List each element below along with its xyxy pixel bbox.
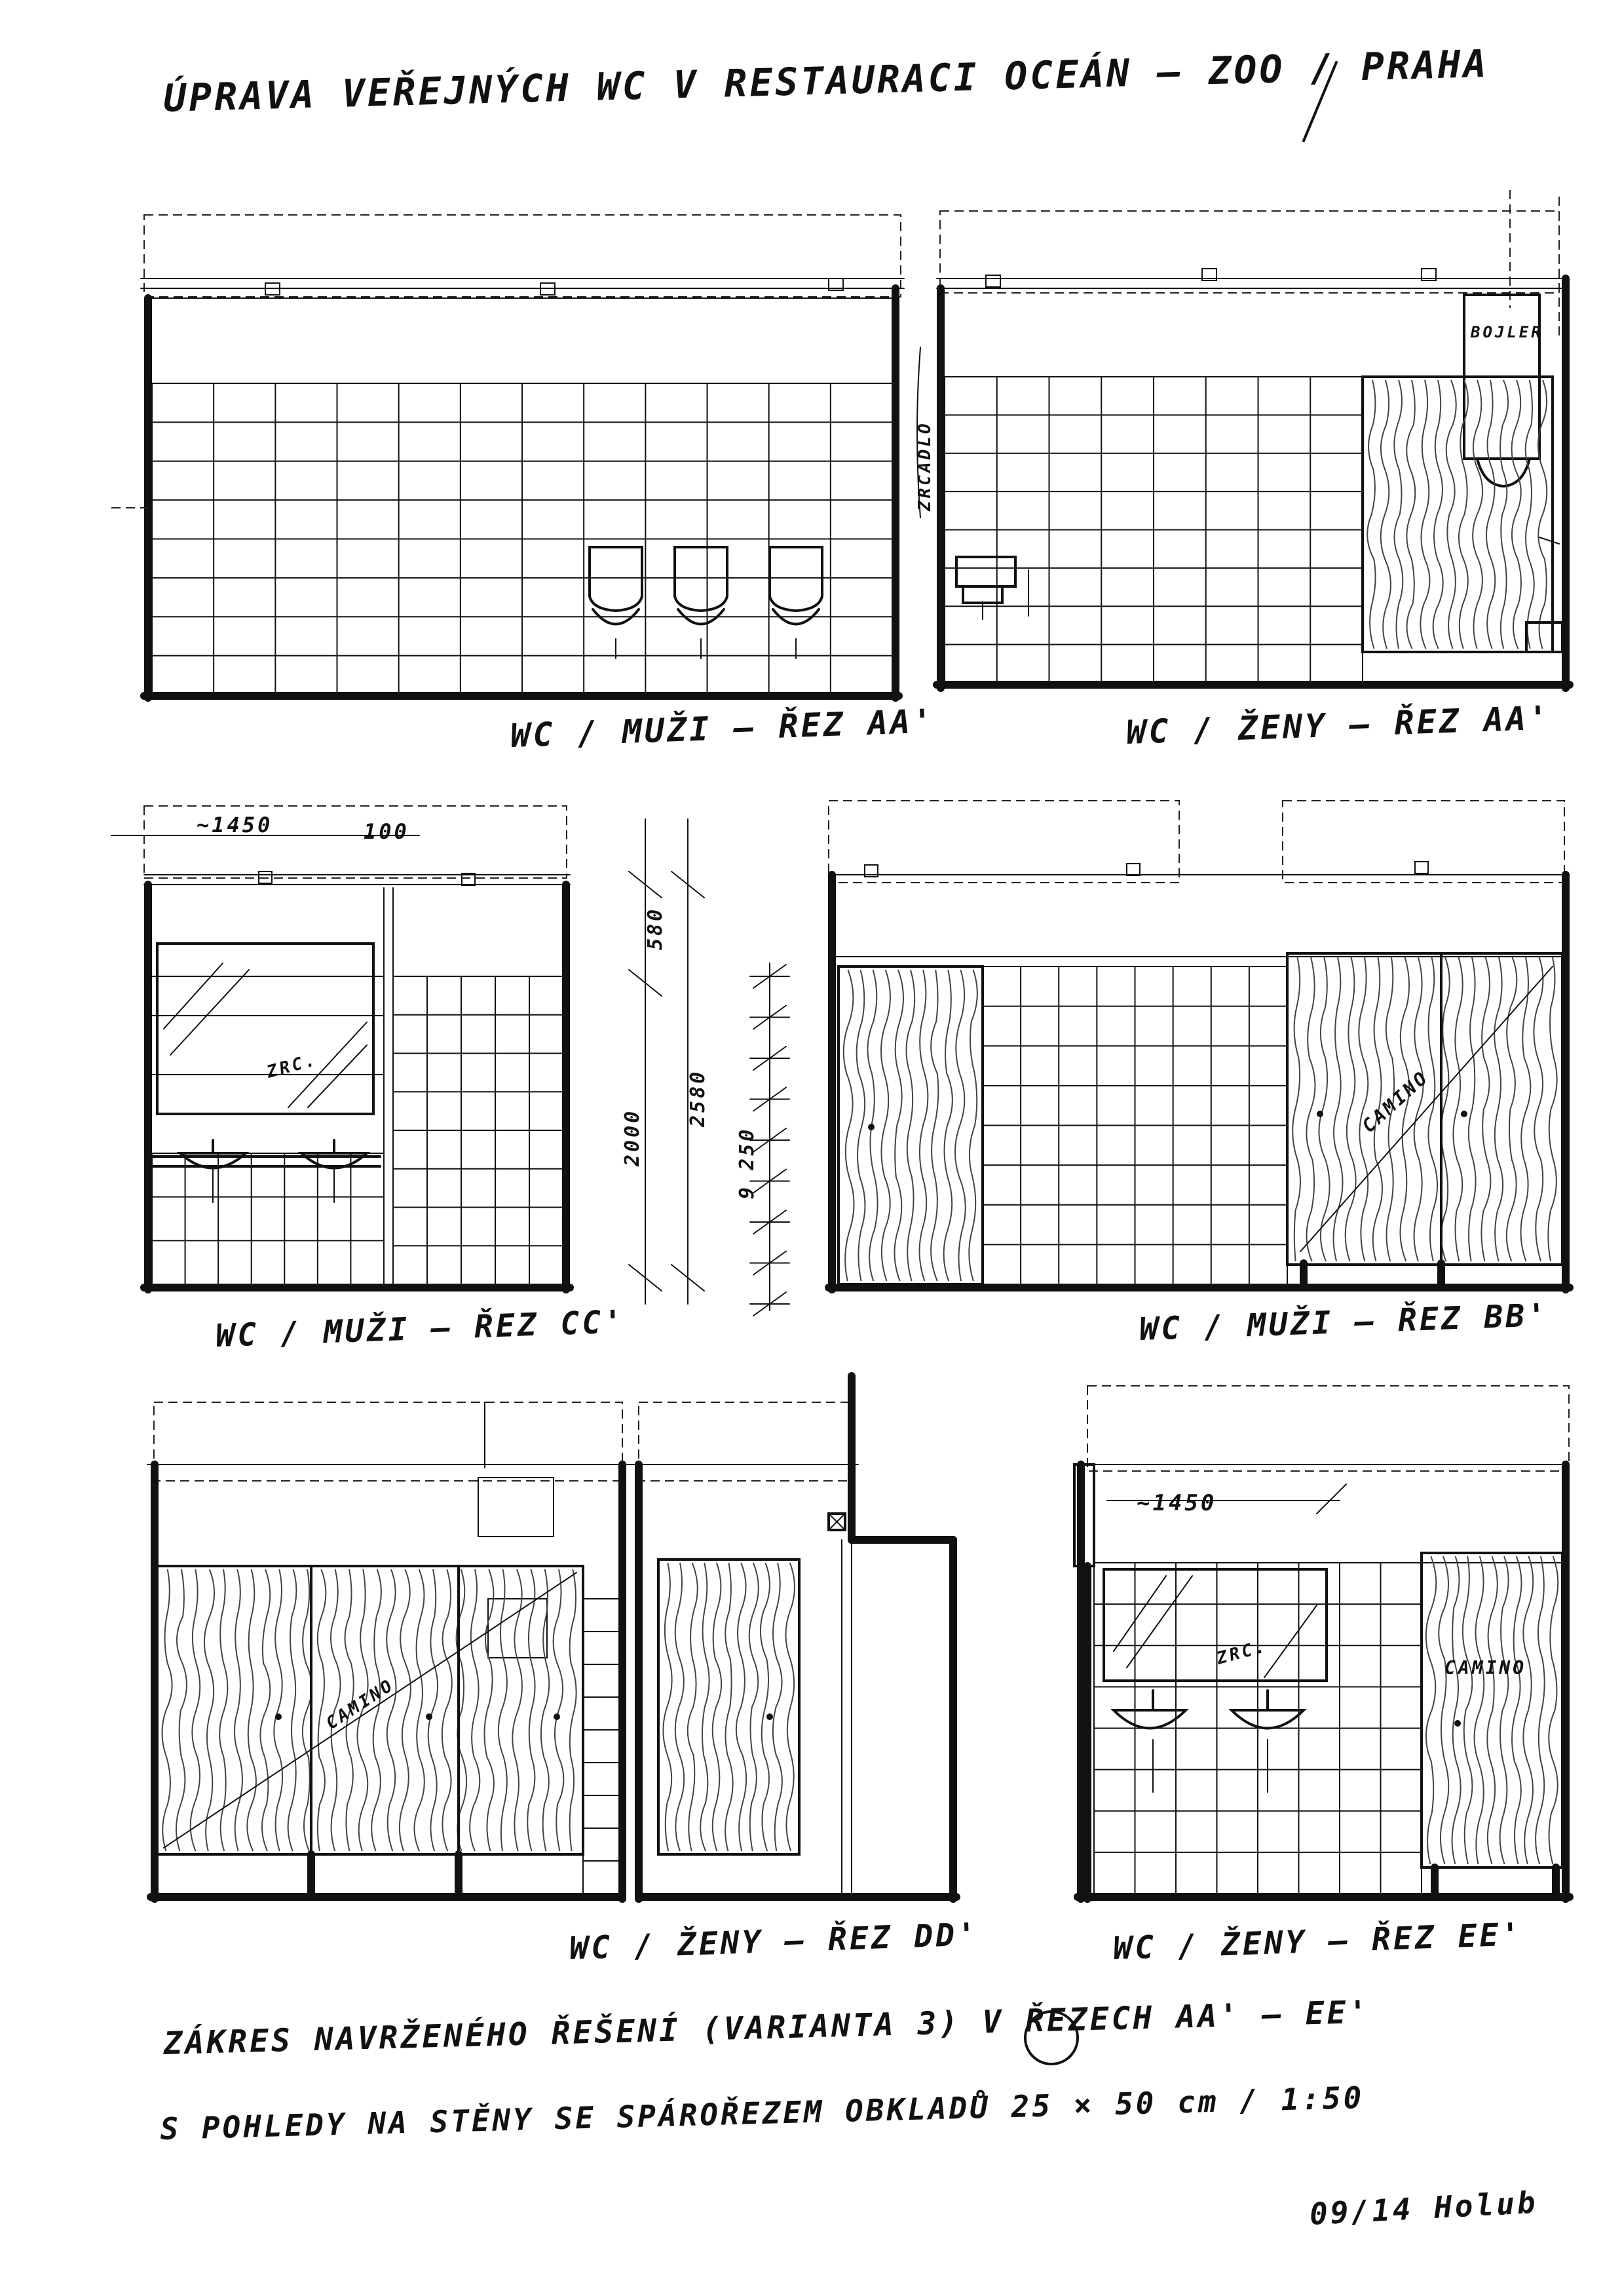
toilet-small (955, 556, 1029, 620)
door-women-ee: CAMINO (1420, 1552, 1564, 1898)
wood-grain (161, 1569, 577, 1852)
wood-grain (1292, 956, 1558, 1262)
sink (1228, 1689, 1307, 1793)
label-bojler: BOJLER (1470, 323, 1543, 341)
cubicles-women-dd: CAMINO (156, 1565, 584, 1898)
mirror-ee: ZRC. (1103, 1568, 1328, 1682)
caption-aa-men: WC / MUŽI – ŘEZ AA' (510, 701, 935, 755)
tile-grid (151, 383, 893, 695)
dimension-ticks (749, 964, 790, 1316)
sink (297, 1139, 371, 1203)
dim-100-cc: 100 (364, 819, 409, 844)
variant-circle (1024, 2010, 1079, 2065)
tile-grid (392, 976, 564, 1285)
mirror-cc: ZRC. (156, 942, 375, 1115)
label-zrc-ee: ZRC. (1214, 1636, 1270, 1669)
wood-grain (662, 1562, 795, 1852)
label-zrc-cc: ZRC. (264, 1050, 320, 1082)
tile-grid (944, 376, 1363, 683)
dim-580: 580 (644, 907, 667, 950)
wood-grain (1367, 379, 1548, 649)
elevation-men-aa (111, 214, 905, 702)
dimension-chain (628, 818, 790, 1316)
caption-ee-women: WC / ŽENY – ŘEZ EE' (1112, 1915, 1523, 1967)
elevation-men-bb: CAMINO (825, 800, 1574, 1293)
sheet-title: ÚPRAVA VEŘEJNÝCH WC V RESTAURACI OCEÁN –… (163, 41, 1490, 121)
dim-250: 9 250 (736, 1127, 759, 1199)
footer-line-2: S POHLEDY NA STĚNY SE SPÁROŘEZEM OBKLADŮ… (160, 2080, 1365, 2147)
wood-grain (1425, 1556, 1559, 1865)
tile-grid (582, 1598, 620, 1894)
tile-grid (982, 966, 1288, 1285)
wood-grain (842, 969, 978, 1282)
elevation-women-dd: CAMINO (147, 1372, 960, 1903)
label-camino-ee: CAMINO (1444, 1657, 1526, 1679)
caption-cc-men: WC / MUŽI – ŘEZ CC' (215, 1303, 626, 1354)
door-women-dd (657, 1539, 852, 1894)
door-men-bb-left (837, 965, 984, 1286)
door-women-aa (1361, 375, 1554, 653)
tile-grid (151, 1153, 385, 1285)
sink (1110, 1689, 1189, 1793)
signature: 09/14 Holub (1309, 2185, 1539, 2232)
footer-line-1: ZÁKRES NAVRŽENÉHO ŘEŠENÍ (VARIANTA 3) V … (162, 1993, 1370, 2062)
dim-1450-ee: ~1450 (1137, 1490, 1216, 1516)
urinal (588, 546, 643, 659)
elevation-men-cc: ZRC. (111, 805, 574, 1293)
sink (176, 1139, 250, 1203)
caption-bb-men: WC / MUŽI – ŘEZ BB' (1139, 1296, 1549, 1348)
elevation-women-aa: BOJLER (933, 190, 1574, 692)
dim-1450-cc: ~1450 (197, 813, 273, 837)
elevation-women-ee: ZRC. CAMINO (1073, 1385, 1574, 1903)
label-camino-bb: CAMINO (1358, 1066, 1433, 1137)
dim-2000: 2000 (621, 1109, 644, 1167)
cubicles-men-bb: CAMINO (1286, 952, 1564, 1288)
caption-dd-women: WC / ŽENY – ŘEZ DD' (569, 1915, 979, 1967)
dim-2580: 2580 (687, 1069, 709, 1128)
caption-aa-women: WC / ŽENY – ŘEZ AA' (1125, 698, 1551, 752)
urinal (673, 546, 728, 659)
urinal (768, 546, 823, 659)
label-camino-dd: CAMINO (322, 1675, 398, 1733)
